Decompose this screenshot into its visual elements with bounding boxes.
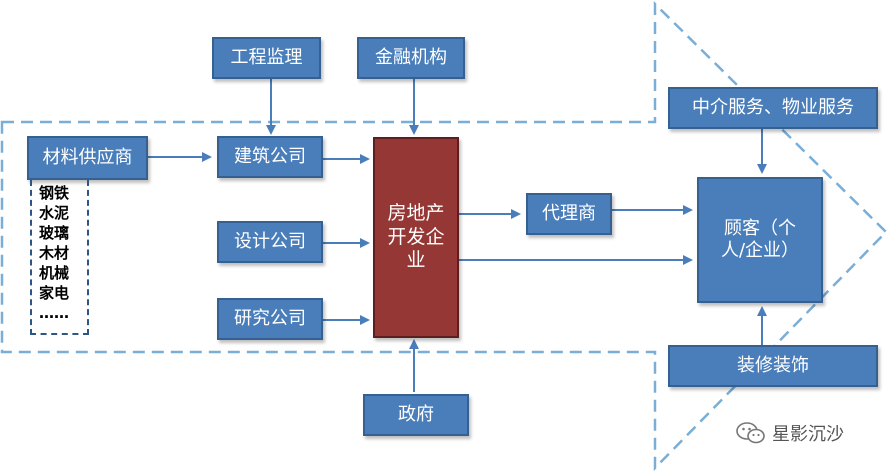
watermark-text: 星影沉沙 (772, 424, 844, 445)
node-supervision: 工程监理 (212, 37, 321, 79)
materials-item: 钢铁 (39, 184, 70, 202)
node-agent: 代理商 (526, 193, 612, 235)
materials-list: 钢铁 水泥 玻璃 木材 机械 家电 …… (30, 180, 89, 335)
wechat-icon (736, 422, 765, 444)
node-construction: 建筑公司 (217, 136, 323, 178)
materials-item: …… (39, 304, 69, 322)
node-research: 研究公司 (217, 298, 323, 340)
materials-item: 玻璃 (39, 224, 70, 242)
materials-item: 木材 (39, 244, 70, 262)
node-customer: 顾客（个人/企业） (697, 177, 823, 303)
materials-item: 机械 (39, 264, 70, 282)
node-finance: 金融机构 (357, 37, 465, 79)
node-supplier: 材料供应商 (27, 136, 148, 180)
node-developer: 房地产开发企业 (373, 137, 459, 338)
node-design: 设计公司 (217, 221, 323, 263)
materials-item: 水泥 (39, 204, 70, 222)
node-decoration: 装修装饰 (668, 345, 878, 387)
materials-item: 家电 (39, 284, 70, 302)
watermark: 星影沉沙 (736, 420, 844, 446)
node-intermediary: 中介服务、物业服务 (668, 87, 878, 129)
node-government: 政府 (363, 394, 469, 436)
